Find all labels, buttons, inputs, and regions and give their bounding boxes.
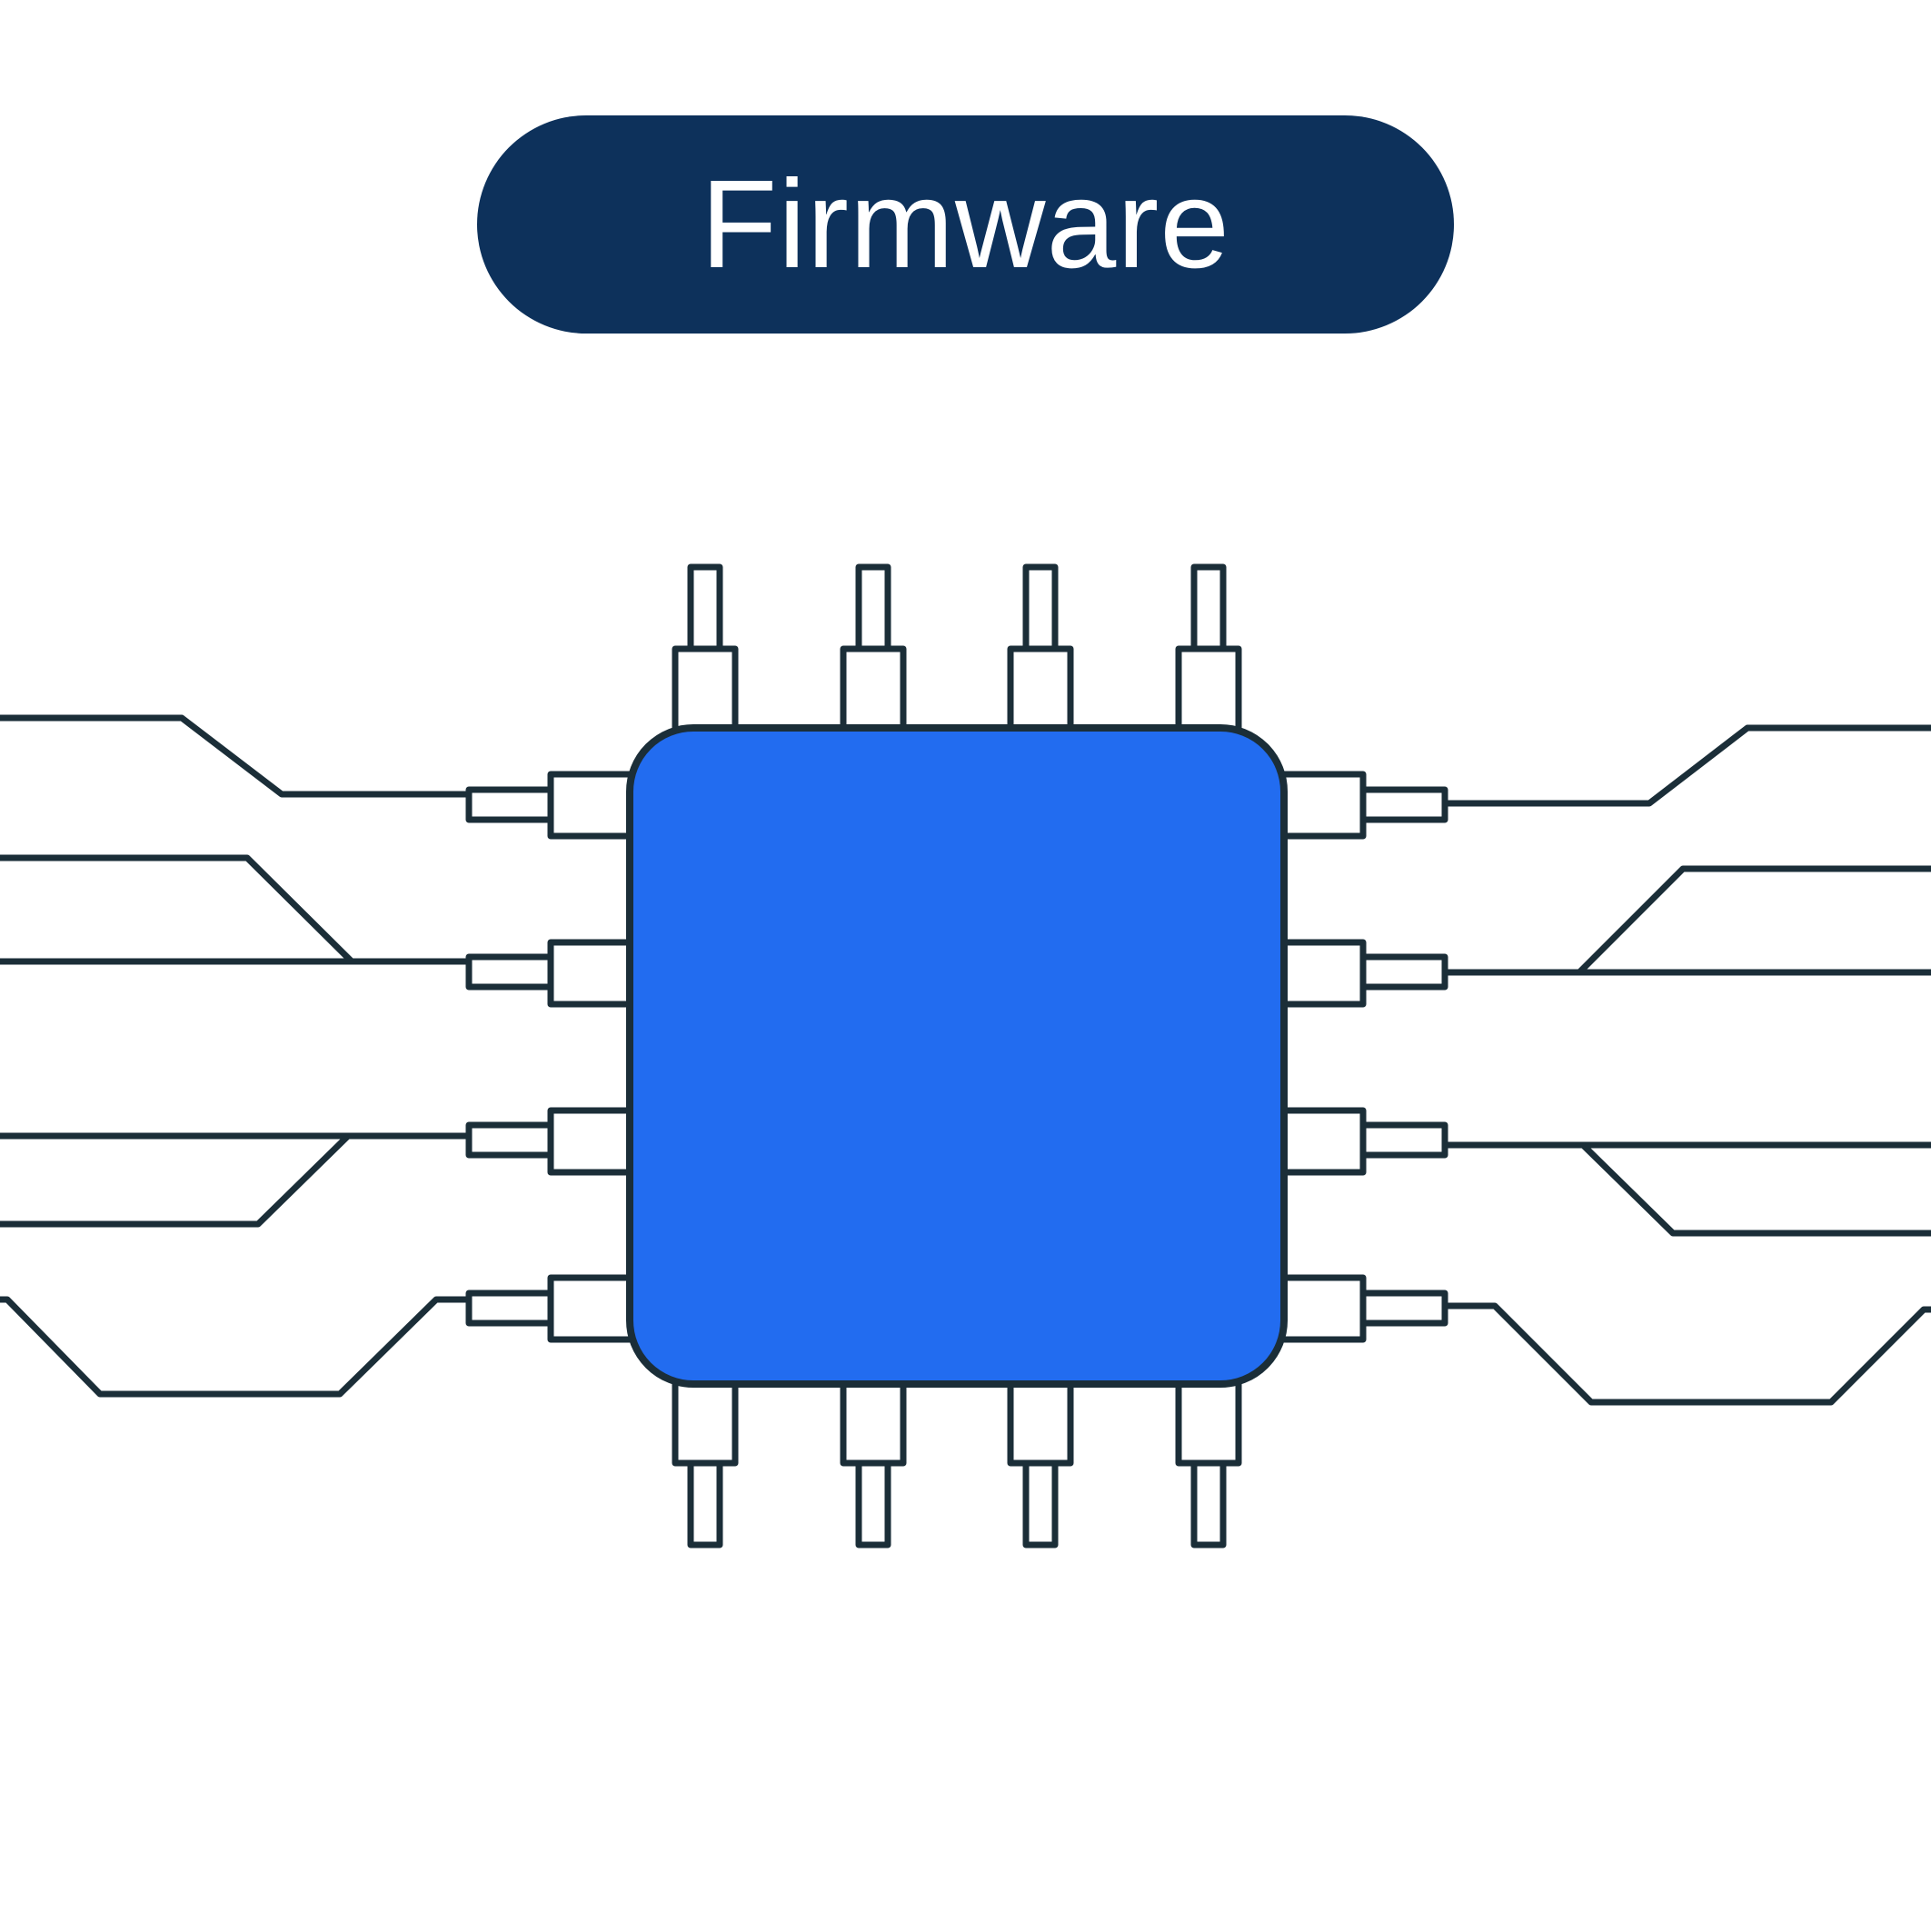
pin-base [547,771,636,840]
pin-lead [687,1459,723,1549]
bottom-pins [672,1378,1242,1549]
pin-lead [1359,1290,1448,1327]
pin-base [1007,645,1074,734]
right-circuit-traces [1442,724,1931,1406]
pin-lead [1190,1459,1227,1549]
circuit-trace [1579,1141,1931,1237]
circuit-trace [1442,1302,1931,1406]
chip-body [626,724,1288,1388]
pin-base [672,1378,739,1467]
pin-base [547,1107,636,1176]
left-pins [465,771,636,1343]
right-pins [1278,771,1448,1343]
pin-base [1278,1274,1367,1343]
pin-base [1007,1378,1074,1467]
title-pill: Firmware [477,115,1454,334]
pin-base [1175,645,1242,734]
left-circuit-traces [0,714,520,1398]
pin-lead [1190,563,1227,652]
pin-lead [855,1459,891,1549]
circuit-trace [1576,865,1931,976]
pin-base [1278,771,1367,840]
pin-base [1175,1378,1242,1467]
pin-lead [1359,1121,1448,1159]
pin-lead [1022,563,1059,652]
circuit-trace [0,714,508,798]
circuit-trace [0,1296,513,1398]
pin-lead [465,953,554,991]
title-text: Firmware [701,154,1230,294]
pin-base [840,645,907,734]
pin-lead [1022,1459,1059,1549]
pin-base [1278,1107,1367,1176]
pin-lead [465,786,554,823]
pin-lead [465,1290,554,1327]
pin-lead [855,563,891,652]
top-pins [672,563,1242,734]
pin-lead [465,1121,554,1159]
pin-lead [1359,953,1448,991]
pin-lead [687,563,723,652]
pin-base [547,1274,636,1343]
pin-base [547,939,636,1008]
circuit-trace [0,1132,352,1228]
pin-lead [1359,786,1448,823]
pin-base [840,1378,907,1467]
pin-base [1278,939,1367,1008]
circuit-trace [1442,724,1931,807]
circuit-trace [0,854,355,965]
pin-base [672,645,739,734]
